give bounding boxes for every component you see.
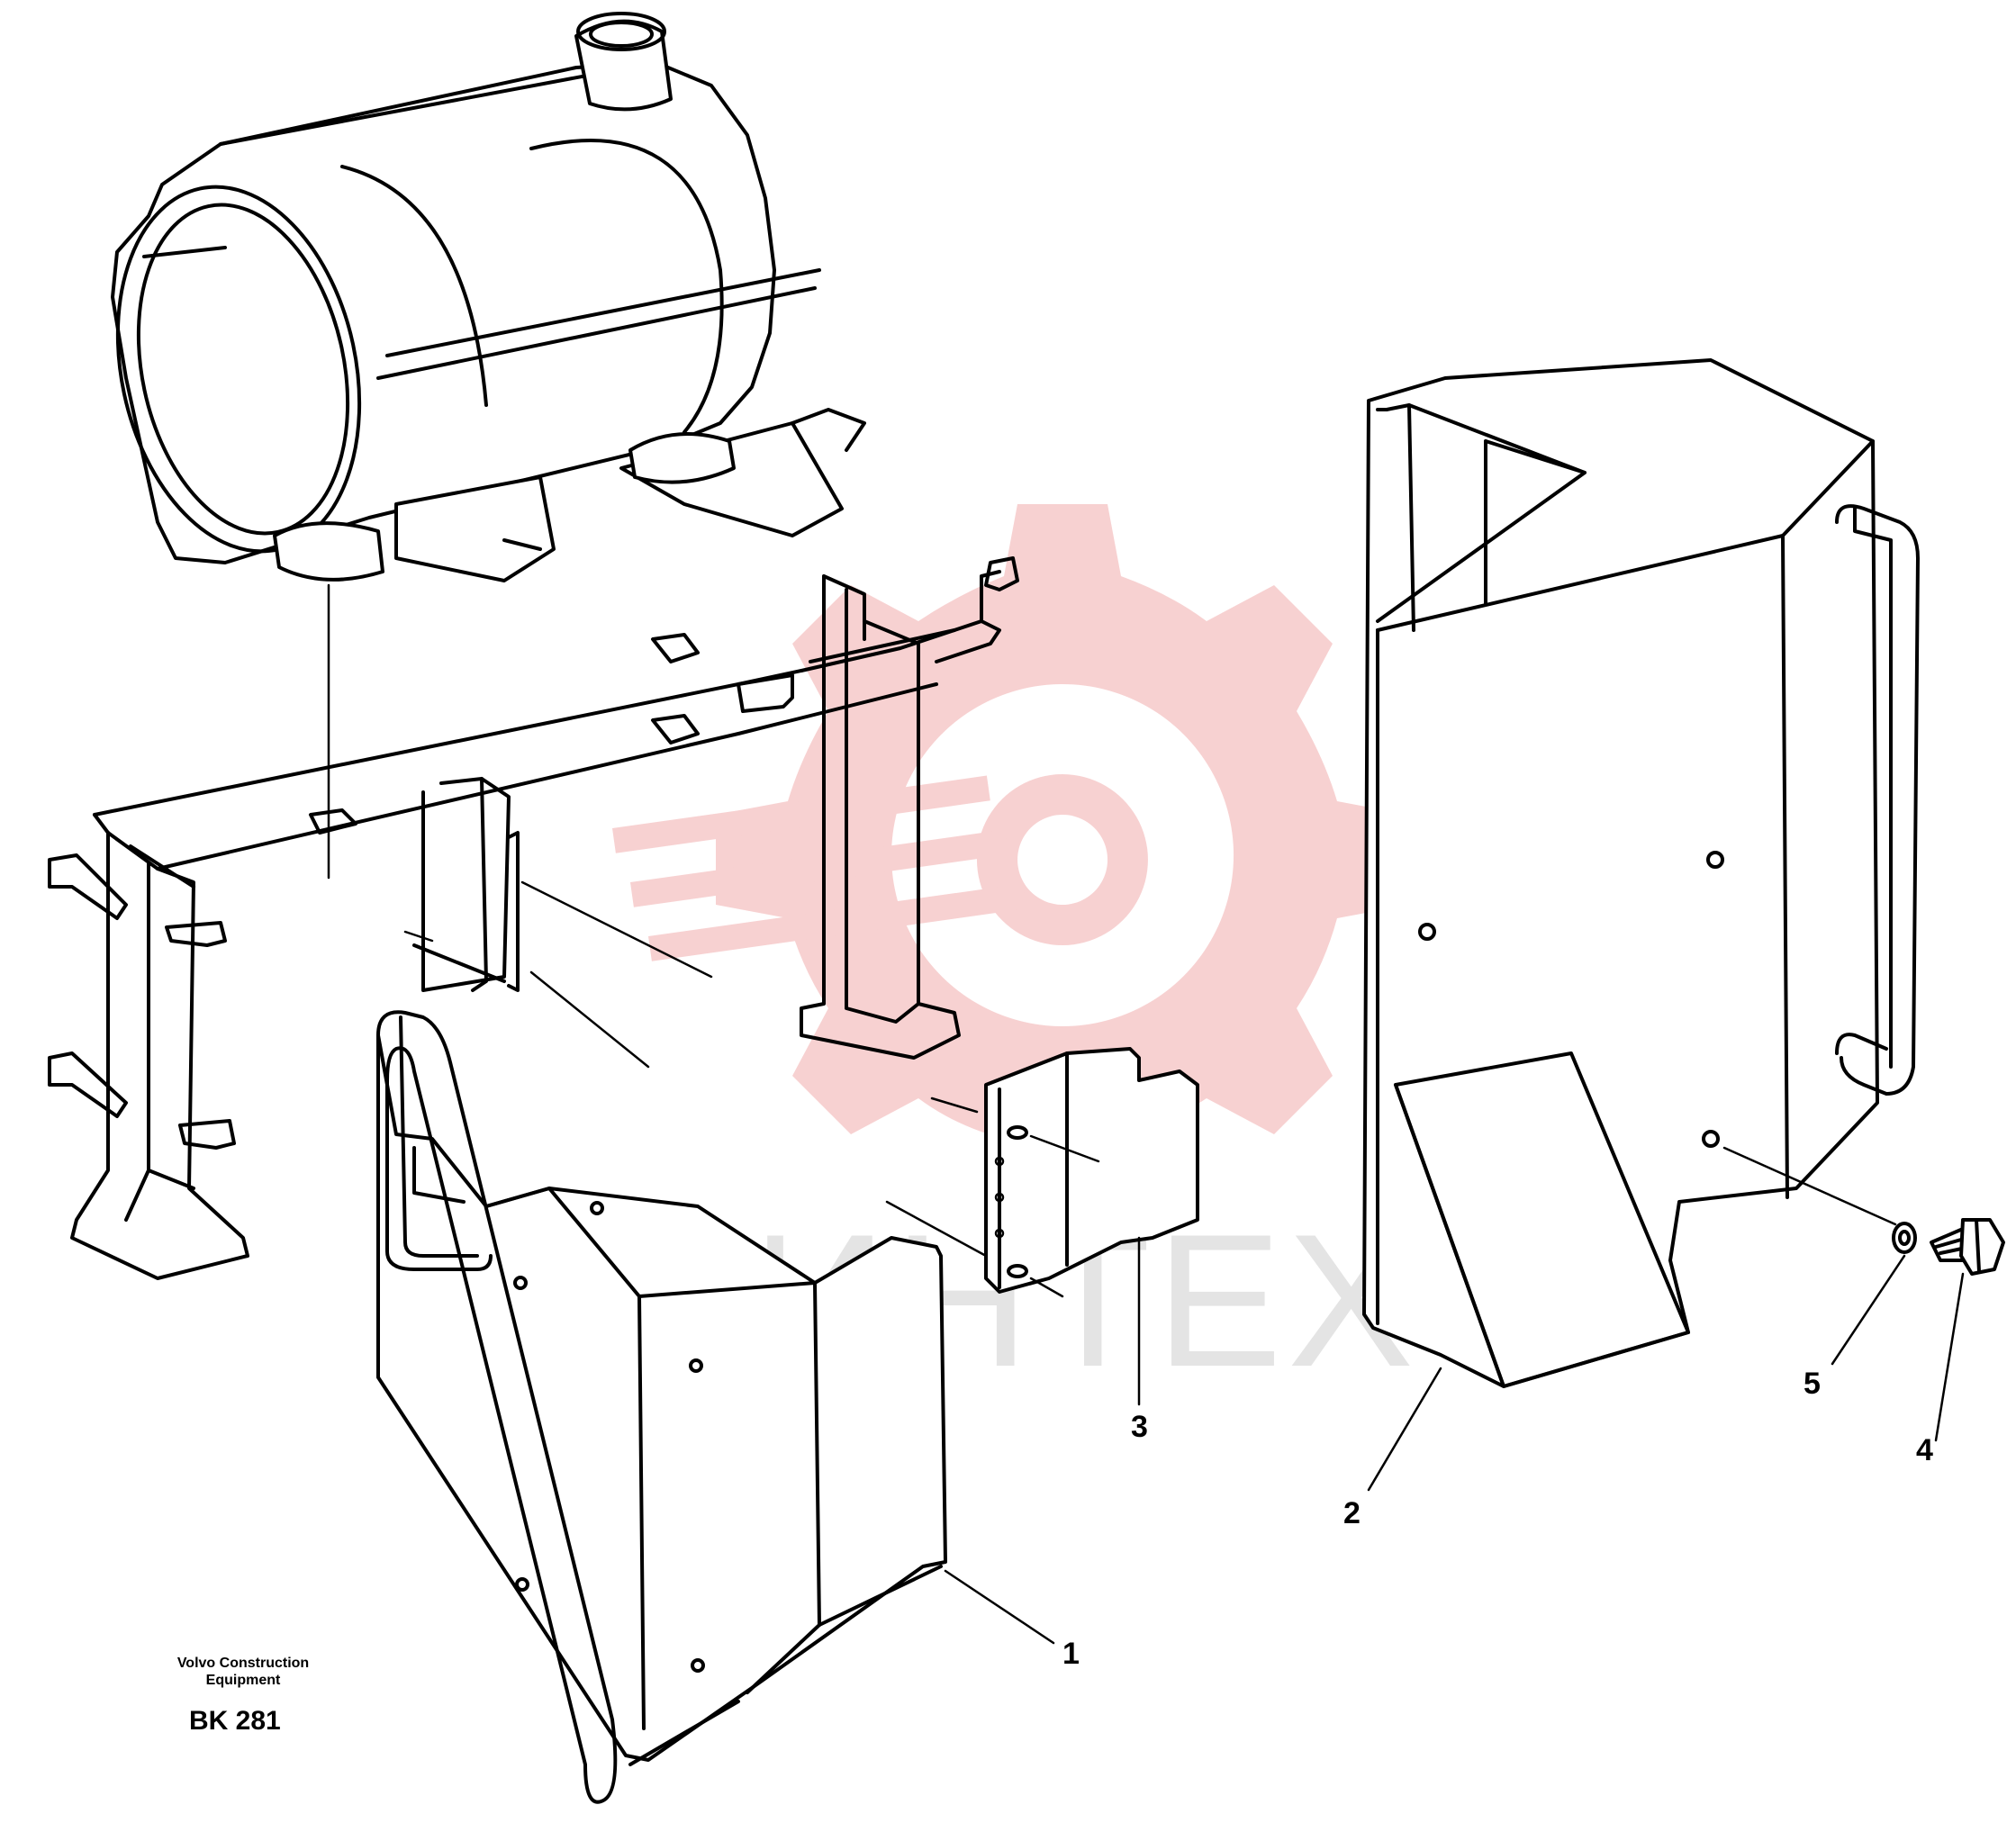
manufacturer-credit: Volvo Construction Equipment	[144, 1655, 342, 1689]
part-1-guard	[376, 1010, 947, 1804]
callout-5-label: 5	[1804, 1367, 1821, 1401]
credit-line-1: Volvo Construction	[176, 1656, 310, 1671]
part-3-plate	[984, 1047, 1199, 1298]
diagram-code: BK 281	[189, 1706, 281, 1736]
part-4-bolt	[1930, 1218, 2005, 1276]
part-2-enclosure	[1362, 358, 1920, 1388]
part-5-washer	[1892, 1222, 1917, 1254]
support-frame	[48, 556, 1019, 1280]
callout-4-label: 4	[1916, 1433, 1933, 1467]
muffler	[111, 12, 866, 582]
credit-line-2: Equipment	[205, 1673, 281, 1688]
callout-3-label: 3	[1131, 1410, 1148, 1444]
callout-2-label: 2	[1343, 1496, 1361, 1530]
callout-1-label: 1	[1062, 1637, 1080, 1671]
callout-leaders	[944, 1236, 1965, 1645]
